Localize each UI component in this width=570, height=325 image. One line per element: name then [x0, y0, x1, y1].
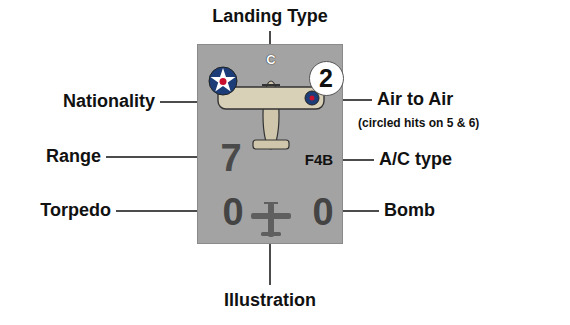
callout-label: A/C type	[379, 150, 452, 170]
landing-code: C	[266, 53, 275, 66]
nationality-roundel	[209, 67, 237, 95]
aircraft-type: F4B	[305, 152, 333, 167]
leader-line	[269, 244, 271, 285]
callout-label: Landing Type	[212, 7, 328, 27]
bomb-value: 0	[312, 193, 333, 231]
air-to-air-value: 2	[319, 66, 333, 91]
callout-label: Torpedo	[40, 201, 111, 221]
leader-line	[343, 210, 379, 212]
range-value: 7	[220, 139, 241, 177]
leader-line	[106, 156, 197, 158]
torpedo-value: 0	[222, 193, 243, 231]
leader-line	[343, 99, 372, 101]
leader-line	[343, 159, 374, 161]
callout-note: (circled hits on 5 & 6)	[358, 117, 479, 130]
hit-circle: 2	[309, 61, 344, 96]
callout-label: Air to Air	[377, 90, 453, 110]
leader-line	[269, 31, 271, 44]
callout-label: Bomb	[384, 201, 435, 221]
unit-counter: C 7 F4B 0 0 2	[197, 44, 343, 244]
callout-label: Range	[46, 147, 101, 167]
leader-line	[160, 101, 197, 103]
aircraft-silhouette	[251, 202, 291, 237]
callout-label: Illustration	[224, 291, 316, 311]
callout-label: Nationality	[63, 92, 155, 112]
leader-line	[116, 210, 197, 212]
